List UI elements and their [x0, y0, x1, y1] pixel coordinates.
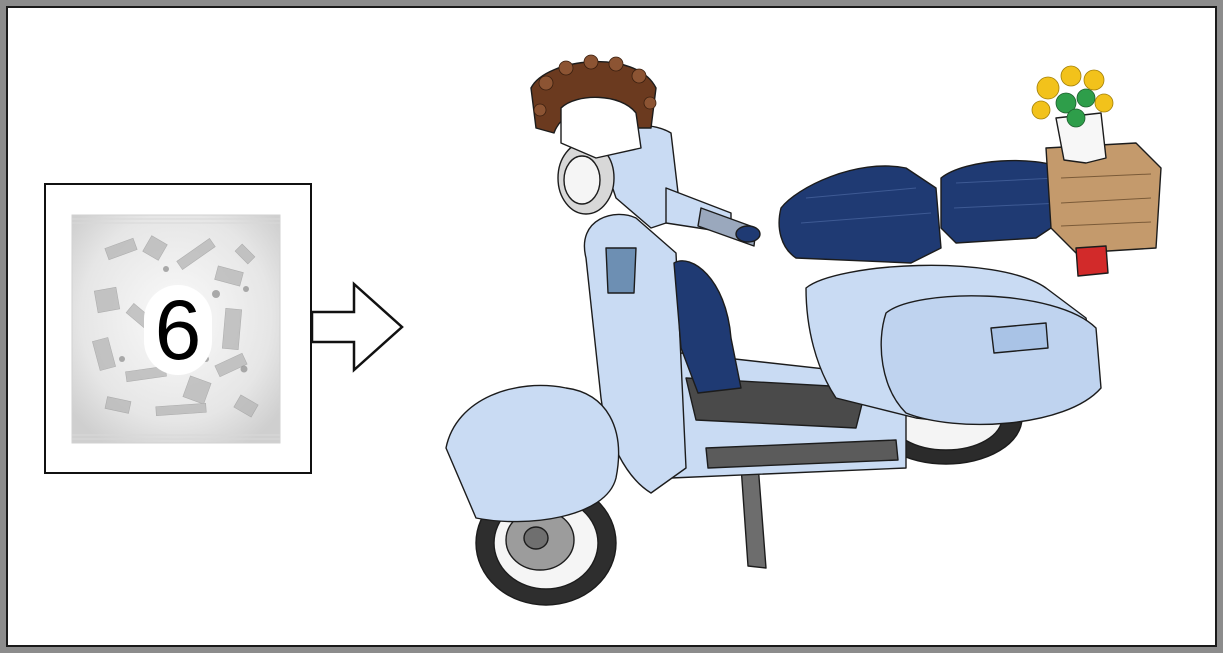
right-arrow-icon — [308, 280, 408, 374]
scooter-model-icon — [436, 48, 1186, 608]
parts-bag-panel: 6 — [44, 183, 312, 474]
bag-number-label: 6 — [144, 285, 212, 375]
